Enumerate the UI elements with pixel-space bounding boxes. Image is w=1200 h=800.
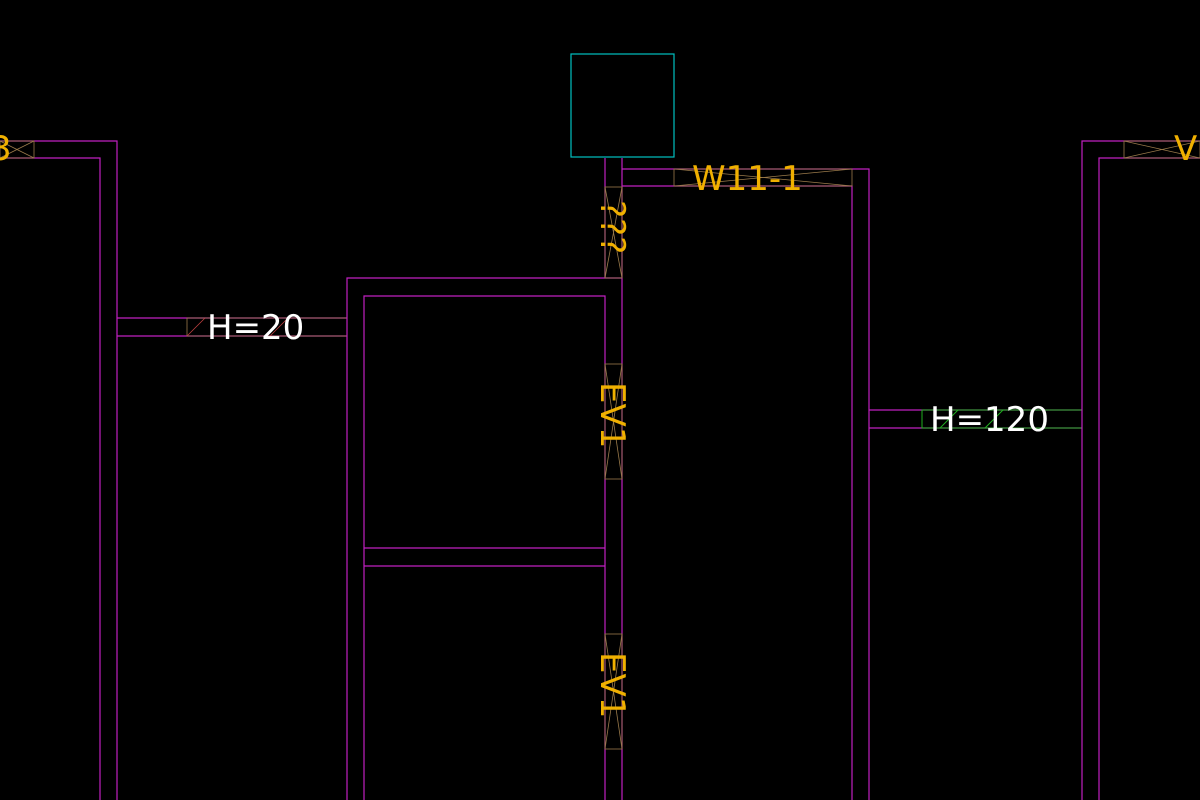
window-hatch-top-left xyxy=(0,140,35,159)
central-room xyxy=(346,158,623,800)
label-w11-1: W11-1 xyxy=(692,159,803,199)
opening-unknown xyxy=(604,186,623,279)
label-ev1-upper: EV1 xyxy=(592,382,632,448)
label-ev1-lower: EV1 xyxy=(592,652,632,718)
label-h20: H=20 xyxy=(207,308,304,348)
opening-ev1-upper xyxy=(604,363,623,480)
label-h120: H=120 xyxy=(930,400,1049,440)
left-wall xyxy=(0,140,118,800)
column-box xyxy=(570,53,675,158)
window-w11-1 xyxy=(622,168,870,800)
label-left-edge: 3 xyxy=(0,129,12,169)
label-right-edge: V xyxy=(1174,129,1197,169)
right-wall xyxy=(1081,140,1200,800)
label-unknown: ??? xyxy=(592,200,632,254)
opening-ev1-lower xyxy=(604,633,623,750)
opening-h120 xyxy=(869,409,1083,429)
